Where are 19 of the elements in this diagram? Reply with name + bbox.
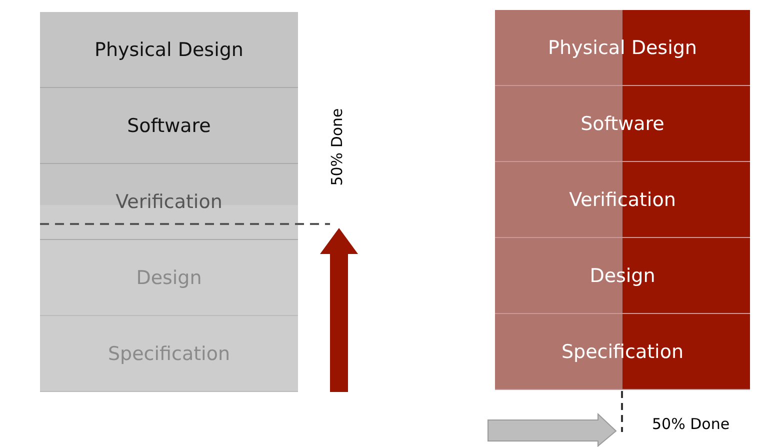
- stage-block: [495, 314, 750, 390]
- stage-label: Verification: [116, 190, 222, 212]
- stage-block: [40, 316, 298, 392]
- stage-block: [495, 162, 750, 238]
- stage-block: [40, 164, 298, 240]
- stage-block: [40, 12, 298, 88]
- stage-label: Physical Design: [94, 38, 244, 60]
- stage-label: Software: [127, 114, 211, 136]
- stage-block: [40, 88, 298, 164]
- stage-block: [495, 238, 750, 314]
- stage-block: [495, 10, 750, 86]
- stage-block: [495, 86, 750, 162]
- stage-label: Design: [590, 264, 656, 286]
- progress-label: 50% Done: [652, 415, 730, 433]
- progress-label: 50% Done: [328, 108, 346, 186]
- stage-block: [40, 240, 298, 316]
- stage-label: Software: [580, 112, 664, 134]
- stage-label: Design: [136, 266, 202, 288]
- stage-label: Specification: [108, 342, 230, 364]
